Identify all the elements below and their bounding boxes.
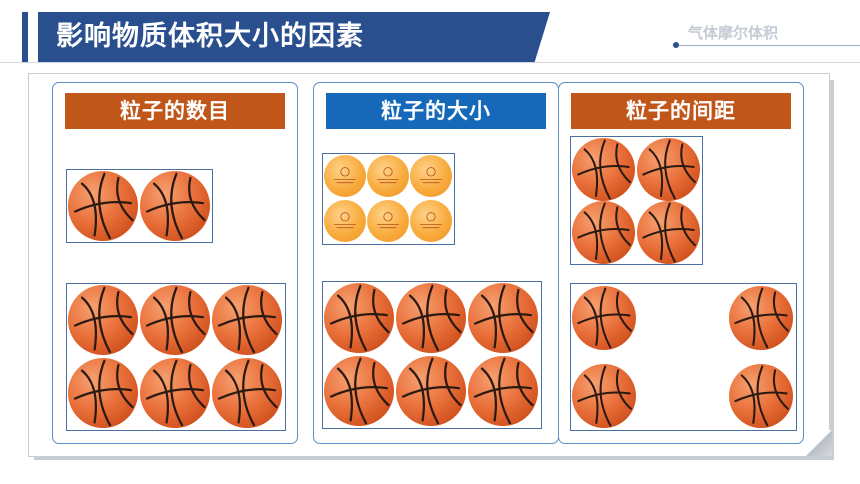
- basketball-icon: [396, 356, 466, 426]
- close-packed-group: [570, 136, 703, 265]
- basketball-icon: [572, 286, 636, 350]
- small-ball-group: [66, 169, 213, 243]
- header-underline: [0, 62, 860, 63]
- pingpong-ball-icon: [324, 200, 366, 242]
- pingpong-ball-group: [322, 153, 455, 245]
- basketball-icon: [140, 358, 210, 428]
- panel-particle-count: 粒子的数目: [52, 82, 298, 444]
- pingpong-ball-icon: [367, 155, 409, 197]
- panel-particle-size: 粒子的大小: [313, 82, 559, 444]
- large-ball-group: [66, 283, 286, 431]
- page-title: 影响物质体积大小的因素: [56, 21, 364, 52]
- basketball-group: [322, 281, 542, 429]
- basketball-icon: [324, 356, 394, 426]
- pingpong-ball-icon: [367, 200, 409, 242]
- basketball-icon: [572, 201, 635, 264]
- basketball-icon: [212, 285, 282, 355]
- panel-heading-size: 粒子的大小: [326, 93, 546, 129]
- subtitle-dot: [673, 42, 679, 48]
- basketball-icon: [68, 285, 138, 355]
- subtitle-divider: [676, 45, 860, 46]
- basketball-icon: [140, 285, 210, 355]
- panel-heading-count: 粒子的数目: [65, 93, 285, 129]
- panel-particle-spacing: 粒子的间距: [558, 82, 804, 444]
- page-fold-corner: [806, 430, 832, 456]
- basketball-icon: [68, 358, 138, 428]
- header-bar: [38, 12, 550, 62]
- page-subtitle: 气体摩尔体积: [688, 24, 779, 42]
- basketball-icon: [140, 171, 210, 241]
- basketball-icon: [68, 171, 138, 241]
- panel-heading-spacing: 粒子的间距: [571, 93, 791, 129]
- basketball-icon: [572, 364, 636, 428]
- basketball-icon: [468, 283, 538, 353]
- basketball-icon: [729, 286, 793, 350]
- header-accent-bar: [22, 12, 28, 62]
- basketball-icon: [468, 356, 538, 426]
- pingpong-ball-icon: [324, 155, 366, 197]
- basketball-icon: [324, 283, 394, 353]
- spread-out-group: [570, 283, 797, 431]
- basketball-icon: [729, 364, 793, 428]
- pingpong-ball-icon: [410, 155, 452, 197]
- basketball-icon: [637, 138, 700, 201]
- pingpong-ball-icon: [410, 200, 452, 242]
- basketball-icon: [212, 358, 282, 428]
- basketball-icon: [637, 201, 700, 264]
- basketball-icon: [396, 283, 466, 353]
- basketball-icon: [572, 138, 635, 201]
